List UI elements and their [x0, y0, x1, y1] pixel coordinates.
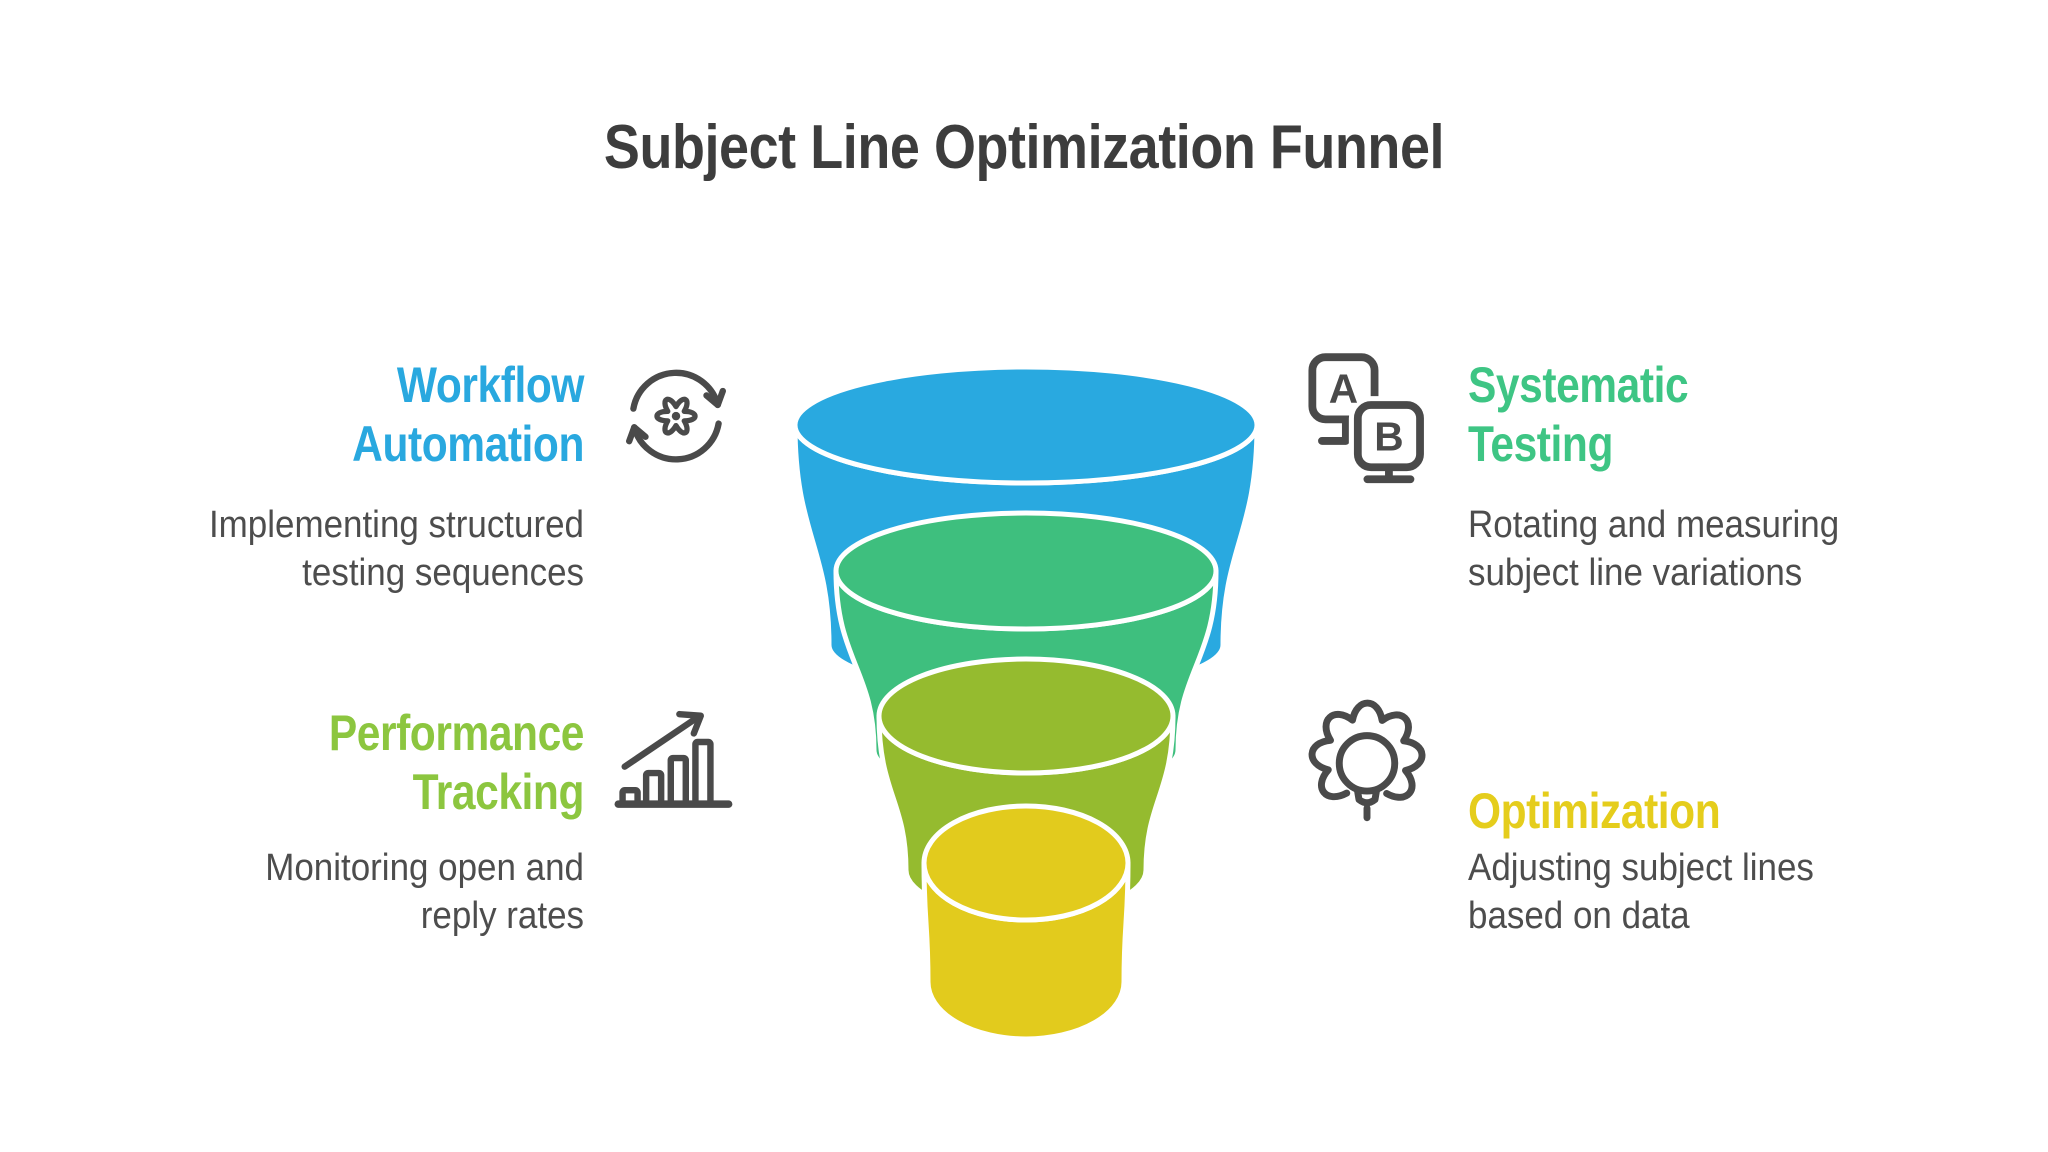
monitor-stand: [1363, 463, 1415, 484]
gear-center-dot: [671, 411, 681, 421]
funnel-graphic: [792, 364, 1260, 1042]
section-description-performance-tracking: Monitoring open and reply rates: [265, 847, 584, 937]
chart-bar-2: [642, 769, 665, 808]
trend-arrowhead: [676, 710, 704, 737]
page-title: Subject Line Optimization Funnel: [603, 113, 1445, 182]
funnel-level-2-top-face: [833, 510, 1219, 632]
chart-bar-1: [619, 787, 641, 808]
trend-arrow-line: [621, 714, 701, 770]
chart-bar-4: [692, 738, 714, 808]
sync-arrow-top: [630, 369, 721, 412]
chart-bar-3: [667, 754, 689, 808]
section-description-optimization: Adjusting subject lines based on data: [1468, 847, 1814, 937]
sync-arrowhead-bottom: [626, 424, 649, 445]
sync-arrow-bottom: [631, 420, 722, 463]
gear-lightbulb-icon: [1308, 699, 1426, 822]
section-heading-performance-tracking: Performance Tracking: [328, 705, 585, 820]
funnel-level-3-top-face: [876, 656, 1176, 776]
section-heading-systematic-testing: Systematic Testing: [1468, 357, 1689, 472]
sync-gear-icon: [626, 369, 726, 463]
rising-bar-chart-icon: [614, 710, 733, 808]
funnel-level-1-top-face: [792, 364, 1260, 486]
gear-glyph: [654, 396, 698, 436]
variant-a-label: A: [1329, 366, 1358, 412]
ab-test-monitors-icon: A B: [1308, 353, 1425, 484]
bulb-base: [1353, 786, 1381, 807]
section-heading-optimization: Optimization: [1468, 783, 1721, 839]
section-description-workflow-automation: Implementing structured testing sequence…: [208, 504, 584, 594]
sync-arrowhead-top: [703, 387, 726, 409]
section-heading-workflow-automation: Workflow Automation: [352, 357, 584, 472]
gear-ring: [1308, 699, 1426, 801]
bulb-globe: [1335, 732, 1399, 795]
section-description-systematic-testing: Rotating and measuring subject line vari…: [1468, 504, 1840, 594]
variant-b-label: B: [1374, 414, 1403, 460]
variant-a-tail: [1318, 415, 1350, 445]
funnel-level-4-top-face: [921, 803, 1131, 923]
